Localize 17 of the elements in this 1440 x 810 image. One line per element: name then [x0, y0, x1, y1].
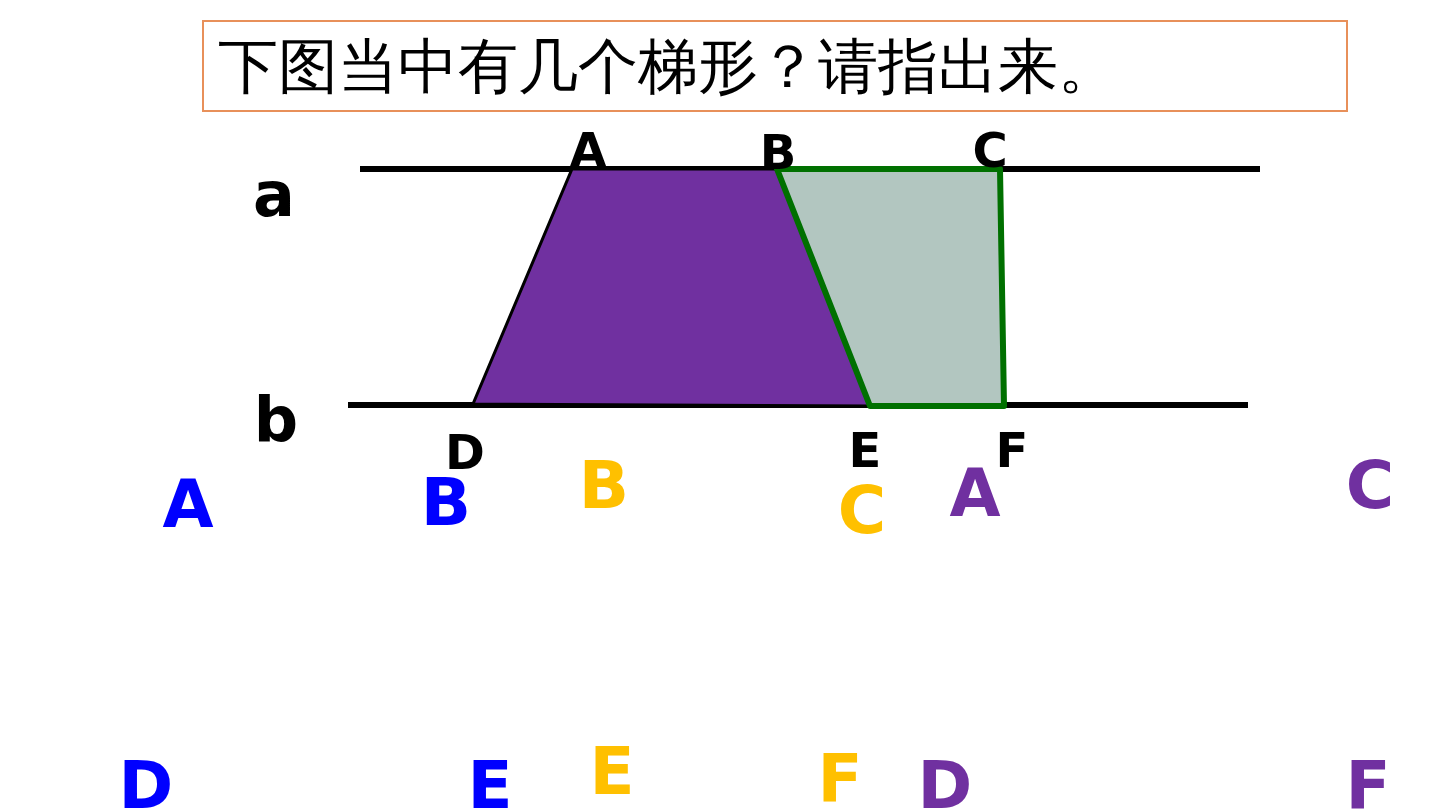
answer-letter: D: [917, 753, 973, 810]
answer-letter: F: [1345, 753, 1391, 810]
answer-letter: A: [162, 472, 214, 538]
point-label: A: [569, 126, 607, 174]
point-label: b: [253, 389, 299, 451]
answer-letter: F: [817, 746, 863, 810]
answer-letter: C: [1345, 453, 1395, 519]
answer-letter: C: [837, 478, 887, 544]
point-label: B: [759, 128, 797, 176]
answer-letter: D: [118, 753, 174, 810]
answer-letter: E: [589, 739, 635, 805]
answer-letter: B: [578, 453, 630, 519]
point-label: C: [972, 126, 1008, 174]
point-label: E: [848, 426, 882, 474]
answer-letter: E: [467, 753, 513, 810]
question-title: 下图当中有几个梯形？请指出来。: [202, 20, 1348, 112]
point-label: a: [253, 164, 295, 226]
